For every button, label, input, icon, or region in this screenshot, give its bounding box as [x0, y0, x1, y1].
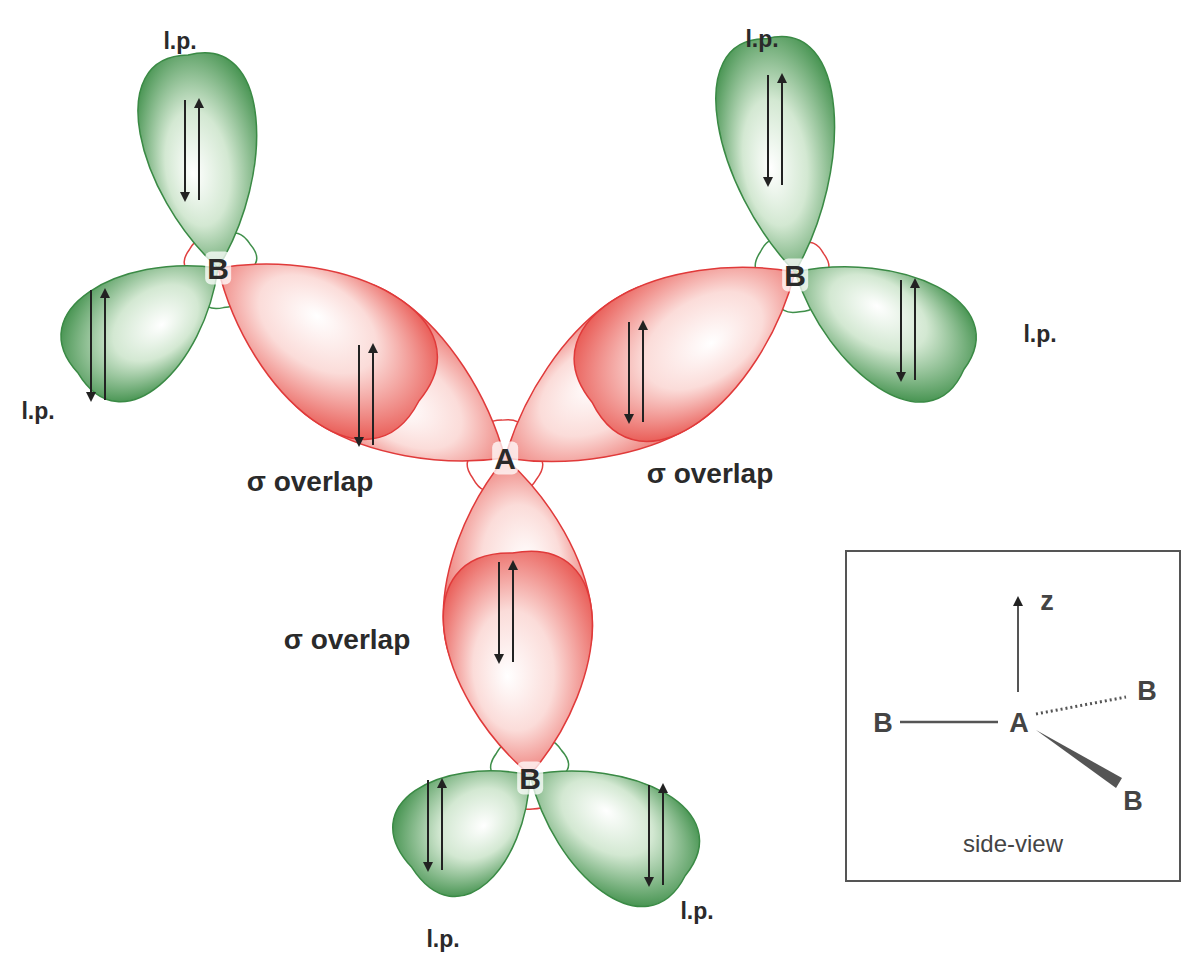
lone-pair-lobe	[130, 46, 276, 276]
spin-up-arrow	[441, 780, 443, 870]
atom-label: B	[205, 252, 231, 285]
lone-pair-lobe	[766, 221, 994, 420]
spin-up-arrow	[104, 290, 106, 400]
lone-pair-lobe	[375, 729, 566, 914]
lone-pair-label: l.p.	[1023, 322, 1056, 347]
spin-up-arrow	[642, 322, 644, 422]
inset-box: zB B A Bside-view	[845, 550, 1181, 882]
bond-lobe	[438, 547, 604, 781]
spin-up-arrow	[914, 280, 916, 380]
atom-label: B	[873, 709, 893, 739]
atom-label: A	[1009, 709, 1029, 739]
spin-up-arrow	[372, 345, 374, 445]
atom-label: B	[517, 762, 543, 795]
spin-down-arrow	[648, 785, 650, 885]
spin-down-arrow	[498, 562, 500, 662]
axis-label: z	[1040, 587, 1054, 617]
lone-pair-lobe	[708, 31, 853, 279]
atom-label: B	[1123, 787, 1143, 817]
lone-pair-label: l.p.	[745, 27, 778, 52]
spin-down-arrow	[90, 290, 92, 400]
spin-up-arrow	[198, 100, 200, 200]
caption-text: side-view	[963, 831, 1063, 857]
lone-pair-label: l.p.	[163, 29, 196, 54]
spin-up-arrow	[662, 785, 664, 885]
lone-pair-lobe	[43, 221, 254, 420]
spin-down-arrow	[184, 100, 186, 200]
spin-down-arrow	[628, 322, 630, 422]
atom-label: B	[782, 259, 808, 292]
lone-pair-label: l.p.	[426, 927, 459, 952]
overlap-label: σ overlap	[247, 467, 374, 498]
lone-pair-lobe	[498, 726, 717, 925]
spin-down-arrow	[358, 345, 360, 445]
atom-label: B	[1137, 677, 1157, 707]
overlap-label: σ overlap	[647, 459, 774, 490]
bond-line	[900, 721, 998, 724]
z-axis-arrow	[1017, 598, 1019, 692]
side-view-sketch	[900, 598, 1126, 788]
atom-label: A	[492, 442, 518, 475]
spin-up-arrow	[781, 75, 783, 185]
spin-down-arrow	[900, 280, 902, 380]
hashed-bond	[1036, 697, 1126, 714]
spin-down-arrow	[427, 780, 429, 870]
lone-pair-label: l.p.	[680, 899, 713, 924]
lone-pair-label: l.p.	[21, 399, 54, 424]
overlap-label: σ overlap	[284, 625, 411, 656]
spin-up-arrow	[512, 562, 514, 662]
spin-down-arrow	[767, 75, 769, 185]
wedge-bond	[1036, 730, 1122, 788]
